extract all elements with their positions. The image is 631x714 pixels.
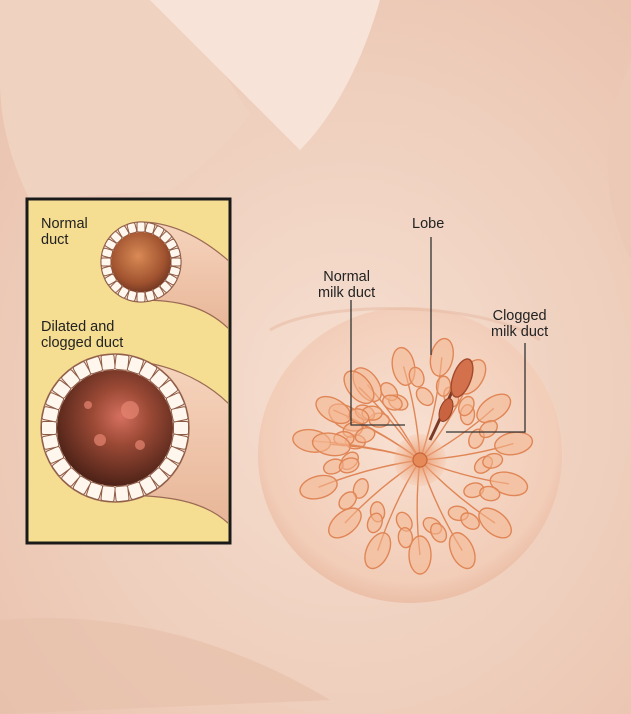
normal-duct-label: Normal duct: [41, 216, 88, 248]
clogged-milk-duct-label: Clogged milk duct: [491, 308, 548, 340]
dilated-duct-cells: [41, 353, 189, 503]
dilated-duct-label-line2: clogged duct: [41, 335, 124, 351]
normal-duct-label-line2: duct: [41, 232, 69, 248]
normal-duct-label-line1: Normal: [41, 216, 88, 232]
callout-lines: [350, 237, 526, 433]
normal-milk-duct-line2: milk duct: [318, 285, 376, 301]
nipple: [412, 452, 428, 468]
normal-duct-cells: [100, 221, 182, 303]
lobe-label-text: Lobe: [412, 216, 445, 232]
lobe-label: Lobe: [412, 216, 444, 232]
dilated-duct-label: Dilated and clogged duct: [41, 319, 123, 351]
dilated-duct-label-line1: Dilated and: [41, 319, 115, 335]
normal-duct-lumen: [111, 232, 171, 292]
normal-milk-duct-line1: Normal: [323, 269, 370, 285]
clogged-milk-duct-line1: Clogged: [492, 308, 547, 324]
clogged-duct-leader: [446, 343, 526, 433]
clogged-lumen: [57, 370, 173, 486]
normal-milk-duct-label: Normal milk duct: [318, 269, 375, 301]
normal-duct-leader: [350, 300, 405, 426]
clogged-milk-duct-line2: milk duct: [491, 324, 549, 340]
